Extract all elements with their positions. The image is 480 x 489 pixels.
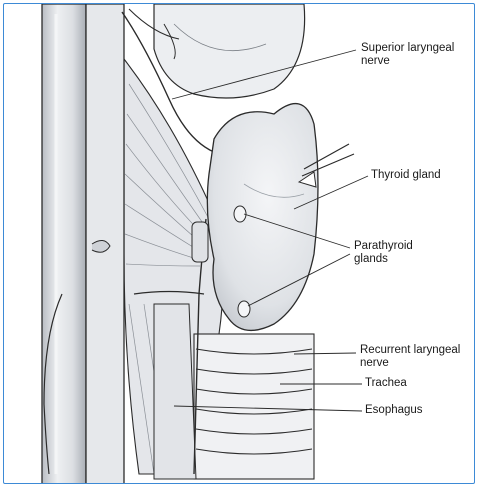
esophagus (153, 303, 197, 480)
leader-parathyroid-upper (243, 213, 351, 249)
label-superior-laryngeal-nerve: Superior laryngeal nerve (361, 42, 455, 67)
leader-recurrent-laryngeal-nerve (293, 352, 357, 355)
superior-laryngeal-nerve-path (121, 8, 220, 155)
label-esophagus: Esophagus (365, 404, 423, 416)
figure-frame: Superior laryngeal nerve Thyroid gland P… (3, 3, 475, 484)
label-trachea: Trachea (365, 377, 407, 389)
parathyroid-gland-upper (233, 205, 247, 223)
thyroid-gland-shape (206, 102, 319, 331)
carotid-vessel (41, 4, 125, 483)
label-thyroid-gland: Thyroid gland (371, 169, 441, 181)
leader-esophagus (173, 405, 363, 412)
parathyroid-gland-lower (237, 300, 251, 318)
leader-parathyroid-lower (247, 253, 351, 307)
neck-anatomy-illustration (41, 4, 369, 483)
label-recurrent-laryngeal-nerve: Recurrent laryngeal nerve (360, 344, 461, 369)
trachea (193, 333, 315, 480)
thyroid-vessel (297, 143, 355, 188)
larynx-cartilage (153, 4, 306, 99)
label-parathyroid-glands: Parathyroid glands (354, 240, 413, 265)
leader-thyroid-gland (293, 175, 369, 210)
leader-superior-laryngeal-nerve (171, 49, 357, 100)
recurrent-laryngeal-nerve-path (133, 218, 209, 475)
